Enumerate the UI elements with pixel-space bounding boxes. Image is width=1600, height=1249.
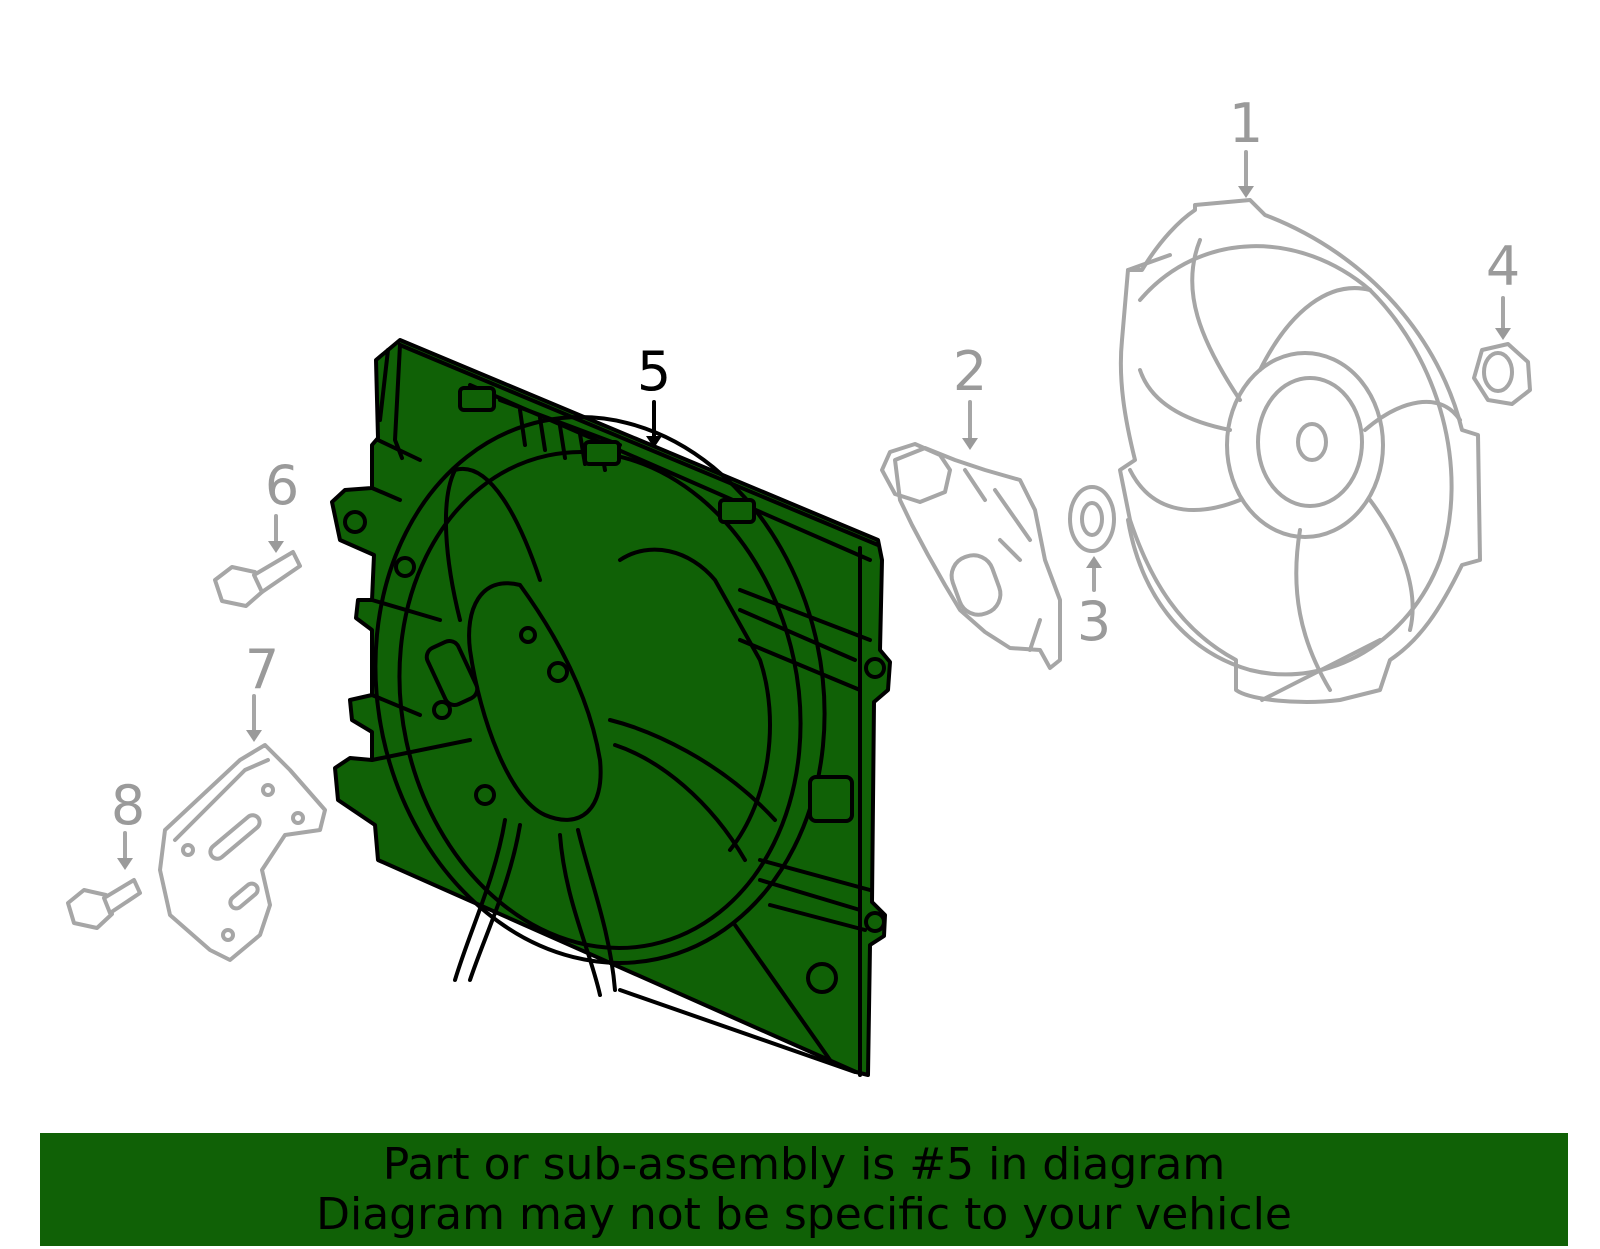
banner-line-2: Diagram may not be specific to your vehi… (316, 1189, 1292, 1240)
part-7-bracket[interactable] (158, 743, 327, 962)
callout-3: 3 (1077, 590, 1111, 653)
part-3-washer[interactable] (1068, 485, 1116, 553)
part-5-fan-shroud[interactable] (326, 338, 892, 1077)
callout-6: 6 (265, 454, 299, 517)
part-6-bolt[interactable] (213, 550, 302, 608)
callout-4: 4 (1486, 235, 1520, 298)
callout-7: 7 (245, 638, 279, 701)
callout-8: 8 (111, 774, 145, 837)
part-2-fan-motor[interactable] (880, 442, 1062, 670)
highlight-banner: Part or sub-assembly is #5 in diagram Di… (40, 1133, 1568, 1246)
banner-line-1: Part or sub-assembly is #5 in diagram (382, 1139, 1226, 1190)
part-1-fan-blade[interactable] (1118, 198, 1482, 704)
part-4-nut[interactable] (1472, 342, 1532, 406)
callout-arrows (117, 150, 1511, 870)
part-8-bolt[interactable] (66, 878, 142, 930)
callout-5: 5 (637, 340, 671, 403)
callout-2: 2 (953, 340, 987, 403)
callout-1: 1 (1229, 92, 1263, 155)
